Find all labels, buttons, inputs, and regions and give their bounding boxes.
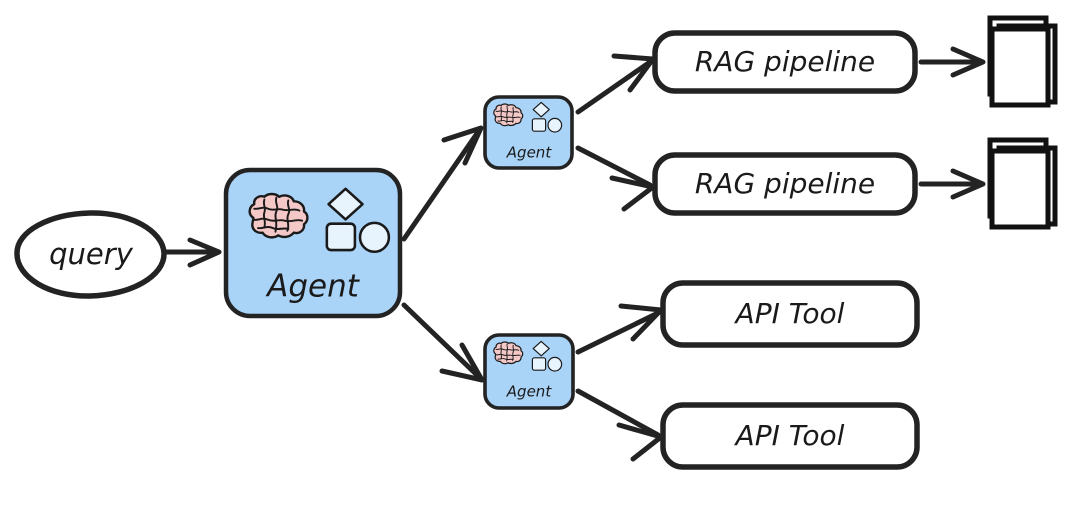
- node-query[interactable]: query: [14, 210, 167, 299]
- edge-sub-agent-to-api-tool-1: [575, 303, 664, 355]
- document-front-icon: [989, 148, 1051, 230]
- rag-pipeline-2-box: [652, 152, 918, 216]
- api-tool-2-label: API Tool: [734, 419, 845, 452]
- main-agent-label: Agent: [265, 269, 361, 305]
- node-api-tool-2[interactable]: API Tool: [660, 402, 920, 470]
- sub-agent-rag-label: Agent: [506, 144, 553, 162]
- rag-pipeline-2-label: RAG pipeline: [695, 167, 875, 200]
- node-rag-pipeline-2[interactable]: RAG pipeline: [652, 152, 918, 216]
- edge-query-to-main-agent: [164, 237, 222, 268]
- api-tool-1-box: [660, 280, 920, 348]
- edge-rag-pipeline-2-to-documents-2: [918, 168, 986, 200]
- rag-pipeline-1-box: [652, 30, 918, 94]
- node-documents-1[interactable]: [987, 15, 1058, 108]
- edge-sub-agent-to-api-tool-2: [575, 388, 664, 462]
- api-tool-2-box: [660, 402, 920, 470]
- edge-sub-agent-to-rag-pipeline-1: [575, 53, 656, 115]
- api-tool-1-label: API Tool: [734, 297, 845, 330]
- node-api-tool-1[interactable]: API Tool: [660, 280, 920, 348]
- node-documents-2[interactable]: [987, 137, 1058, 230]
- node-main-agent[interactable]: Agent: [223, 167, 403, 319]
- node-sub-agent-api[interactable]: Agent: [483, 333, 575, 410]
- document-front-icon: [989, 26, 1051, 108]
- sub-agent-api-label: Agent: [506, 383, 553, 401]
- edge-sub-agent-to-rag-pipeline-2: [575, 145, 656, 212]
- query-label: query: [49, 237, 134, 271]
- node-rag-pipeline-1[interactable]: RAG pipeline: [652, 30, 918, 94]
- edge-main-agent-to-sub-agent-rag: [401, 125, 484, 242]
- edge-main-agent-to-sub-agent-api: [401, 302, 485, 383]
- query-ellipse-shape: [14, 210, 167, 299]
- node-sub-agent-rag[interactable]: Agent: [483, 95, 574, 170]
- rag-pipeline-1-label: RAG pipeline: [695, 45, 875, 78]
- edge-rag-pipeline-1-to-documents-1: [918, 46, 986, 78]
